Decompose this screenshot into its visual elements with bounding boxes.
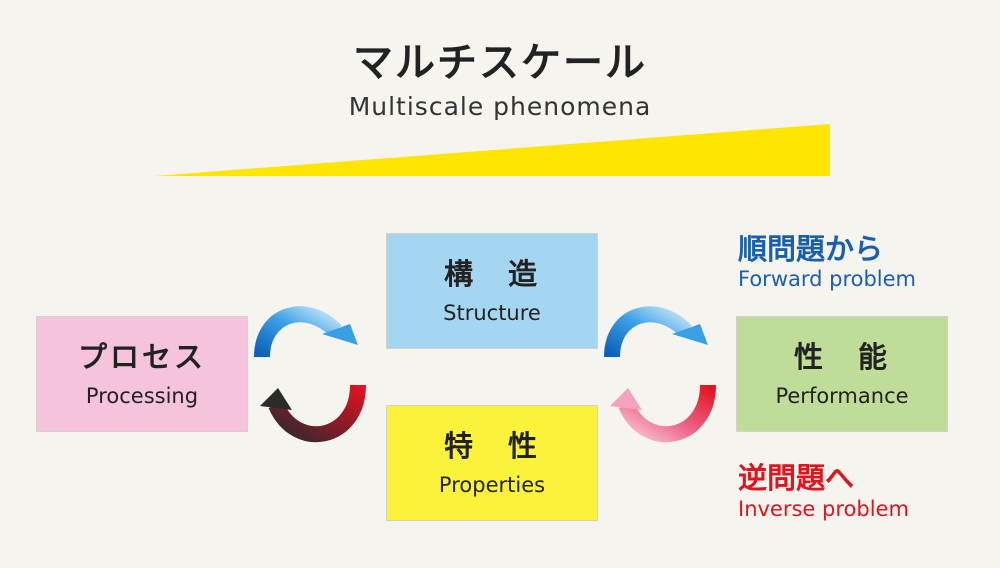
- left-cycle-top-arrow: [254, 306, 358, 358]
- processing-jp-label: プロセス: [77, 340, 206, 375]
- left-cycle-bottom-arrow: [260, 384, 366, 443]
- right-cycle-top-arrow: [604, 306, 708, 358]
- processing-box: プロセス Processing: [36, 316, 248, 432]
- right-cycle-bottom-arrow: [610, 384, 716, 443]
- performance-en-label: Performance: [775, 383, 909, 408]
- inverse-problem-en: Inverse problem: [738, 497, 909, 521]
- structure-en-label: Structure: [443, 300, 541, 325]
- properties-box: 特 性 Properties: [386, 405, 598, 521]
- structure-box: 構 造 Structure: [386, 233, 598, 349]
- title-english: Multiscale phenomena: [348, 92, 652, 121]
- inverse-problem-jp: 逆問題へ: [738, 461, 855, 495]
- forward-problem-jp: 順問題から: [738, 232, 884, 266]
- wedge-shape: [155, 124, 830, 176]
- structure-jp-label: 構 造: [443, 257, 540, 292]
- performance-jp-label: 性 能: [793, 340, 890, 375]
- properties-en-label: Properties: [438, 472, 546, 497]
- properties-jp-label: 特 性: [443, 429, 540, 464]
- title-japanese: マルチスケール: [353, 40, 647, 86]
- forward-problem-en: Forward problem: [738, 267, 917, 291]
- performance-box: 性 能 Performance: [736, 316, 948, 432]
- processing-en-label: Processing: [85, 383, 199, 408]
